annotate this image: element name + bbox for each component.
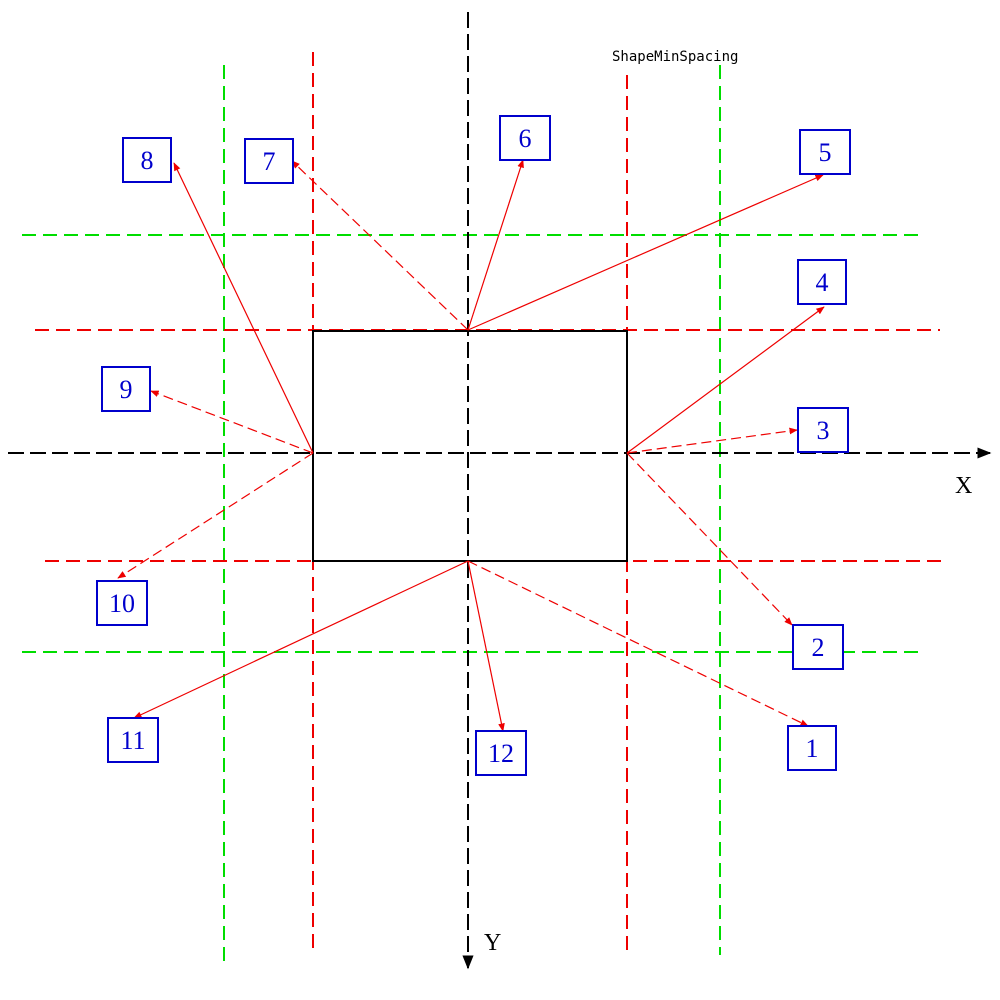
arrow-4 — [626, 306, 825, 454]
label-text: 2 — [812, 633, 825, 662]
label-box-frame — [244, 138, 294, 184]
arrow-7 — [291, 160, 469, 331]
label-box-11: 11 — [107, 717, 159, 763]
label-box-7: 7 — [244, 138, 294, 184]
arrow-11 — [133, 560, 469, 719]
arrow-12 — [467, 560, 505, 732]
label-box-frame — [475, 730, 527, 776]
label-box-12: 12 — [475, 730, 527, 776]
arrow-3 — [626, 427, 798, 454]
label-box-5: 5 — [799, 129, 851, 175]
label-box-frame — [122, 137, 172, 183]
arrow-8 — [173, 162, 314, 454]
arrow-2 — [626, 452, 793, 626]
label-text: 6 — [519, 124, 532, 153]
green-guides — [22, 65, 925, 965]
label-text: 3 — [817, 416, 830, 445]
label-text: 11 — [120, 726, 145, 755]
title-text: ShapeMinSpacing — [612, 49, 738, 65]
label-box-frame — [101, 366, 151, 412]
arrow-6 — [467, 159, 524, 331]
label-box-2: 2 — [792, 624, 844, 670]
arrow-layer — [117, 159, 825, 732]
label-box-frame — [797, 259, 847, 305]
label-box-frame — [107, 717, 159, 763]
label-box-3: 3 — [797, 407, 849, 453]
label-text: 7 — [263, 147, 276, 176]
label-box-frame — [797, 407, 849, 453]
label-box-frame — [792, 624, 844, 670]
label-box-9: 9 — [101, 366, 151, 412]
label-box-8: 8 — [122, 137, 172, 183]
x-axis-label: X — [955, 473, 972, 499]
label-text: 4 — [816, 268, 829, 297]
arrow-1 — [467, 560, 809, 727]
label-text: 5 — [819, 138, 832, 167]
label-text: 1 — [806, 734, 819, 763]
label-box-frame — [799, 129, 851, 175]
label-box-frame — [96, 580, 148, 626]
arrow-10 — [117, 452, 314, 579]
label-text: 10 — [109, 589, 135, 618]
label-box-frame — [499, 115, 551, 161]
arrow-9 — [150, 390, 314, 454]
label-box-1: 1 — [787, 725, 837, 771]
label-text: 8 — [141, 146, 154, 175]
arrow-5 — [467, 174, 824, 331]
label-text: 12 — [488, 739, 514, 768]
shape-rect — [312, 330, 628, 562]
label-box-frame — [787, 725, 837, 771]
red-guides — [35, 52, 945, 955]
label-box-6: 6 — [499, 115, 551, 161]
label-box-4: 4 — [797, 259, 847, 305]
y-axis-label: Y — [484, 930, 501, 956]
label-box-10: 10 — [96, 580, 148, 626]
label-text: 9 — [120, 375, 133, 404]
